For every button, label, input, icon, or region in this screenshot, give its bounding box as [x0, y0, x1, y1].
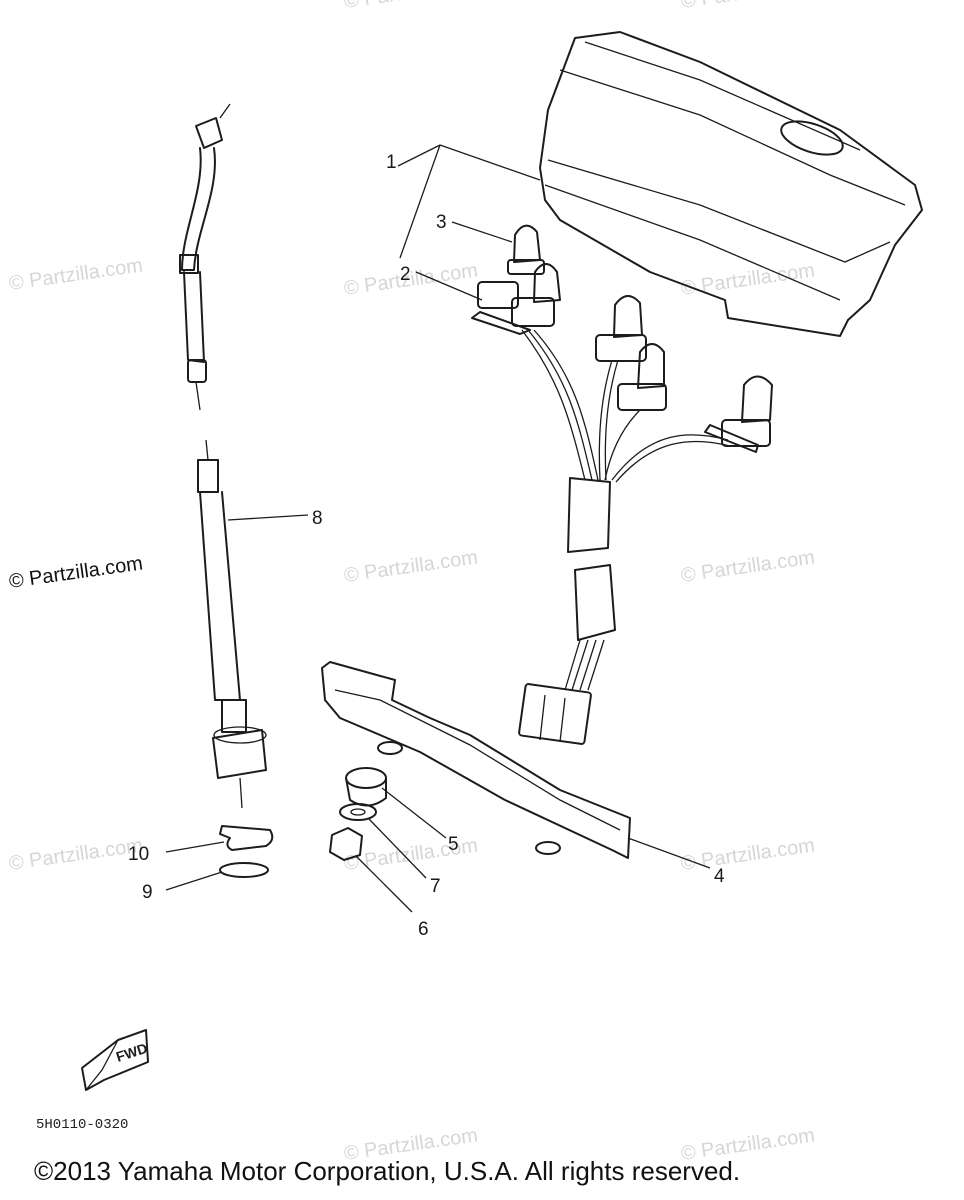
watermark: © Partzilla.com [680, 546, 817, 587]
watermark: © Partzilla.com [343, 0, 480, 13]
copyright-notice: ©2013 Yamaha Motor Corporation, U.S.A. A… [34, 1156, 741, 1186]
wire-harness[interactable] [518, 329, 731, 745]
cable-clip[interactable] [219, 825, 274, 851]
meter-housing[interactable] [539, 31, 923, 337]
fwd-label: FWD [114, 1040, 149, 1065]
watermark: © Partzilla.com [343, 834, 480, 875]
speedometer-cable-8[interactable] [197, 439, 267, 809]
callout-labels: 1 2 3 4 5 6 7 8 9 10 [128, 152, 725, 940]
callout-7: 7 [430, 876, 441, 897]
callout-2: 2 [400, 264, 411, 285]
watermark: © Partzilla.com [8, 254, 145, 295]
callout-4: 4 [714, 866, 725, 887]
callout-6: 6 [418, 919, 429, 940]
drawing-code: 5H0110-0320 [36, 1117, 128, 1133]
leader-lines [165, 144, 711, 913]
watermark-dark: © Partzilla.com [8, 552, 145, 593]
watermark: © Partzilla.com [680, 834, 817, 875]
watermark: © Partzilla.com [680, 259, 817, 300]
meter-bracket[interactable] [321, 661, 631, 859]
watermark: © Partzilla.com [343, 259, 480, 300]
o-ring[interactable] [219, 862, 269, 878]
fwd-arrow-icon: FWD [81, 1029, 149, 1091]
callout-10: 10 [128, 844, 149, 865]
watermark: © Partzilla.com [680, 0, 817, 13]
watermark: © Partzilla.com [8, 834, 145, 875]
callout-3: 3 [436, 212, 447, 233]
callout-9: 9 [142, 882, 153, 903]
callout-1: 1 [386, 152, 397, 173]
speedometer-cable-upper[interactable] [179, 103, 231, 411]
watermark: © Partzilla.com [343, 546, 480, 587]
callout-8: 8 [312, 508, 323, 529]
bulb-sockets[interactable] [471, 224, 773, 453]
watermark-layer: © Partzilla.com © Partzilla.com © Partzi… [8, 0, 817, 1165]
callout-5: 5 [448, 834, 459, 855]
fasteners[interactable] [329, 767, 387, 861]
